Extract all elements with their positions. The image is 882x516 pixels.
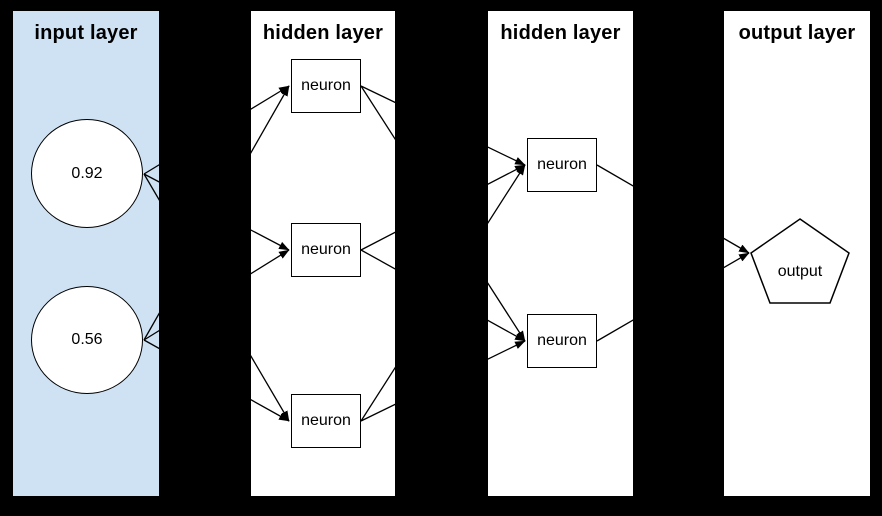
panel-output-layer: output layer bbox=[724, 11, 870, 496]
input-node-1[interactable]: 0.92 bbox=[31, 119, 143, 228]
hidden1-neuron-1-label: neuron bbox=[301, 77, 351, 94]
output-layer-title: output layer bbox=[738, 22, 856, 44]
output-node-label: output bbox=[777, 263, 823, 280]
input-layer-title: input layer bbox=[34, 22, 138, 44]
hidden1-neuron-3[interactable]: neuron bbox=[291, 394, 361, 448]
hidden1-neuron-1[interactable]: neuron bbox=[291, 59, 361, 113]
hidden2-neuron-1[interactable]: neuron bbox=[527, 138, 597, 192]
hidden1-neuron-3-label: neuron bbox=[301, 412, 351, 429]
hidden-layer-1-title: hidden layer bbox=[262, 22, 384, 44]
hidden2-neuron-1-label: neuron bbox=[537, 156, 587, 173]
input-node-2[interactable]: 0.56 bbox=[31, 286, 143, 394]
hidden2-neuron-2-label: neuron bbox=[537, 332, 587, 349]
hidden1-neuron-2-label: neuron bbox=[301, 241, 351, 258]
input-node-2-value: 0.56 bbox=[71, 331, 103, 348]
hidden-layer-2-title: hidden layer bbox=[500, 22, 621, 44]
panel-input-layer: input layer bbox=[13, 11, 159, 496]
input-node-1-value: 0.92 bbox=[71, 164, 103, 182]
panel-hidden-layer-2: hidden layer bbox=[488, 11, 633, 496]
hidden2-neuron-2[interactable]: neuron bbox=[527, 314, 597, 368]
hidden1-neuron-2[interactable]: neuron bbox=[291, 223, 361, 277]
connection-edges bbox=[143, 85, 750, 422]
